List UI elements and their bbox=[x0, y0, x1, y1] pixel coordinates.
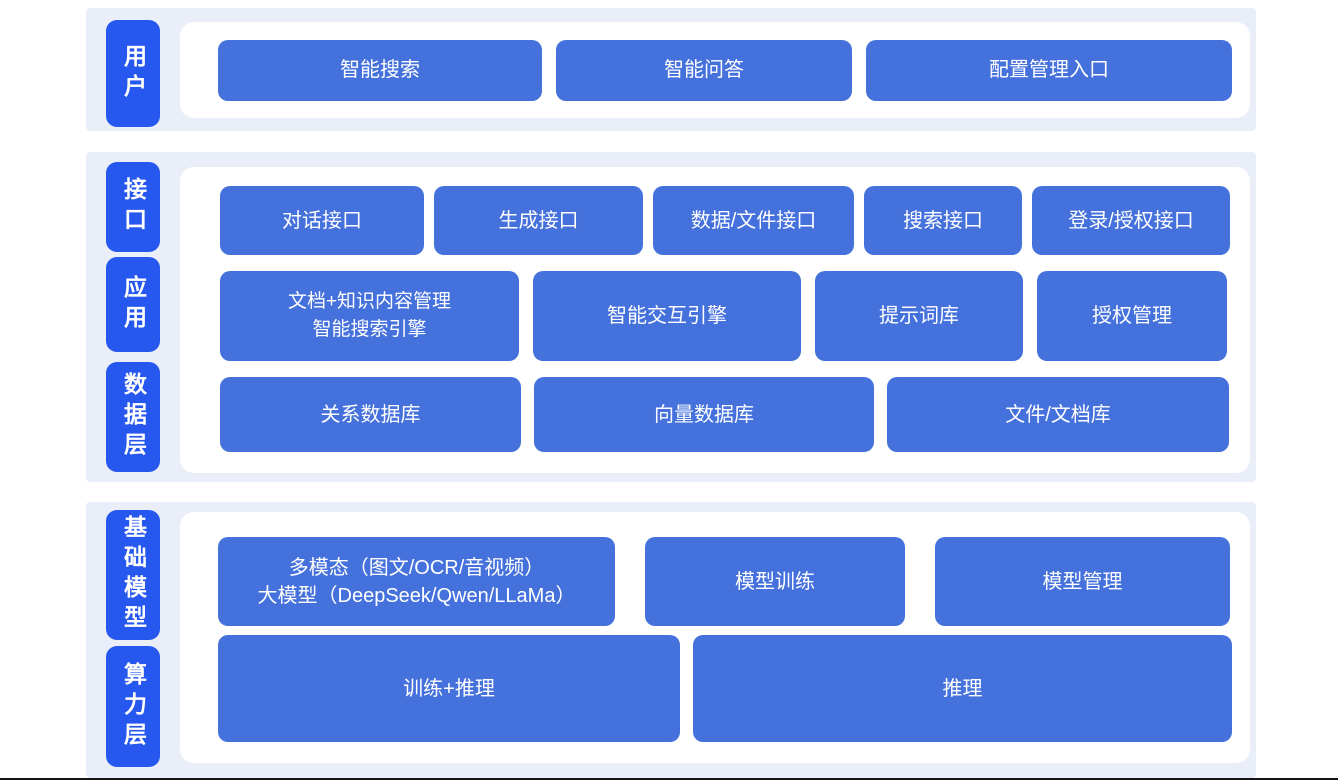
layer-label-compute-text: 算力层 bbox=[120, 661, 147, 752]
box-data-file-api: 数据/文件接口 bbox=[653, 186, 854, 255]
box-label-line1: 多模态（图文/OCR/音视频） bbox=[288, 556, 545, 579]
box-doc-knowledge-search-engine: 文档+知识内容管理 智能搜索引擎 bbox=[220, 271, 519, 361]
box-relational-db: 关系数据库 bbox=[220, 377, 521, 452]
box-login-auth-api: 登录/授权接口 bbox=[1032, 186, 1230, 255]
user-layer-panel: 智能搜索 智能问答 配置管理入口 bbox=[180, 22, 1250, 118]
box-training-inference: 训练+推理 bbox=[218, 635, 680, 742]
box-label: 提示词库 bbox=[879, 305, 959, 327]
layer-label-foundation-model-text: 基础模型 bbox=[120, 515, 147, 635]
box-label: 智能交互引擎 bbox=[607, 305, 727, 327]
user-layer-row: 智能搜索 智能问答 配置管理入口 bbox=[180, 39, 1232, 101]
box-config-entry: 配置管理入口 bbox=[866, 39, 1232, 101]
box-label: 向量数据库 bbox=[654, 403, 754, 426]
box-label: 关系数据库 bbox=[320, 403, 421, 426]
layer-label-data: 数据层 bbox=[106, 362, 160, 472]
middle-layers-label-column: 接口 应用 数据层 bbox=[106, 152, 160, 472]
interface-row: 对话接口 生成接口 数据/文件接口 搜索接口 登录/授权接口 bbox=[180, 186, 1250, 255]
foundation-layers-panel: 多模态（图文/OCR/音视频） 大模型（DeepSeek/Qwen/LLaMa）… bbox=[180, 512, 1250, 763]
box-model-management: 模型管理 bbox=[935, 537, 1230, 626]
layer-label-application-text: 应用 bbox=[120, 274, 147, 335]
box-label: 生成接口 bbox=[498, 209, 579, 232]
box-label: 文件/文档库 bbox=[1005, 403, 1111, 426]
layer-label-interface-text: 接口 bbox=[120, 177, 147, 237]
box-label: 模型训练 bbox=[735, 570, 815, 593]
box-label: 搜索接口 bbox=[903, 209, 983, 232]
box-multimodal-llm: 多模态（图文/OCR/音视频） 大模型（DeepSeek/Qwen/LLaMa） bbox=[218, 537, 615, 626]
box-smart-qa: 智能问答 bbox=[556, 39, 852, 101]
foundation-layers-label-column: 基础模型 算力层 bbox=[106, 502, 160, 767]
band-foundation-layers: 基础模型 算力层 多模态（图文/OCR/音视频） 大模型（DeepSeek/Qw… bbox=[86, 502, 1256, 778]
layer-label-foundation-model: 基础模型 bbox=[106, 510, 160, 640]
box-label: 智能问答 bbox=[664, 59, 744, 81]
box-vector-db: 向量数据库 bbox=[534, 377, 874, 452]
box-label: 训练+推理 bbox=[403, 677, 495, 700]
box-label: 模型管理 bbox=[1042, 570, 1123, 593]
compute-row: 训练+推理 推理 bbox=[180, 635, 1250, 742]
box-label: 对话接口 bbox=[282, 209, 362, 232]
layer-label-compute: 算力层 bbox=[106, 646, 160, 767]
box-label-line1: 文档+知识内容管理 bbox=[287, 291, 452, 312]
box-smart-search: 智能搜索 bbox=[218, 39, 542, 101]
box-generation-api: 生成接口 bbox=[434, 186, 643, 255]
box-inference: 推理 bbox=[693, 635, 1232, 742]
box-dialog-api: 对话接口 bbox=[220, 186, 424, 255]
box-model-training: 模型训练 bbox=[645, 537, 905, 626]
layer-label-user-text: 用户 bbox=[120, 43, 147, 104]
layer-label-application: 应用 bbox=[106, 257, 160, 352]
layer-label-user: 用户 bbox=[106, 20, 160, 127]
box-file-doc-store: 文件/文档库 bbox=[887, 377, 1229, 452]
box-label: 授权管理 bbox=[1092, 305, 1172, 327]
box-auth-management: 授权管理 bbox=[1037, 271, 1227, 361]
box-prompt-library: 提示词库 bbox=[815, 271, 1023, 361]
box-label-line2: 大模型（DeepSeek/Qwen/LLaMa） bbox=[257, 584, 576, 607]
application-row: 文档+知识内容管理 智能搜索引擎 智能交互引擎 提示词库 授权管理 bbox=[180, 271, 1250, 361]
box-interaction-engine: 智能交互引擎 bbox=[533, 271, 801, 361]
layer-label-interface: 接口 bbox=[106, 162, 160, 252]
foundation-model-row: 多模态（图文/OCR/音视频） 大模型（DeepSeek/Qwen/LLaMa）… bbox=[180, 537, 1250, 626]
band-middle-layers: 接口 应用 数据层 对话接口 生成接口 数据/文件接口 搜 bbox=[86, 152, 1256, 482]
user-layer-label-column: 用户 bbox=[106, 8, 160, 127]
box-search-api: 搜索接口 bbox=[864, 186, 1022, 255]
bottom-border-line bbox=[0, 778, 1338, 780]
box-label: 智能搜索 bbox=[340, 59, 420, 81]
data-row: 关系数据库 向量数据库 文件/文档库 bbox=[180, 377, 1250, 452]
box-label: 数据/文件接口 bbox=[690, 209, 817, 232]
box-label: 配置管理入口 bbox=[989, 59, 1109, 81]
middle-layers-panel: 对话接口 生成接口 数据/文件接口 搜索接口 登录/授权接口 文档+知识内容管理 bbox=[180, 167, 1250, 473]
box-label: 登录/授权接口 bbox=[1068, 209, 1194, 232]
box-label-line2: 智能搜索引擎 bbox=[312, 319, 427, 340]
band-user-layer: 用户 智能搜索 智能问答 配置管理入口 bbox=[86, 8, 1256, 131]
box-label: 推理 bbox=[942, 677, 983, 700]
layer-label-data-text: 数据层 bbox=[120, 372, 147, 462]
